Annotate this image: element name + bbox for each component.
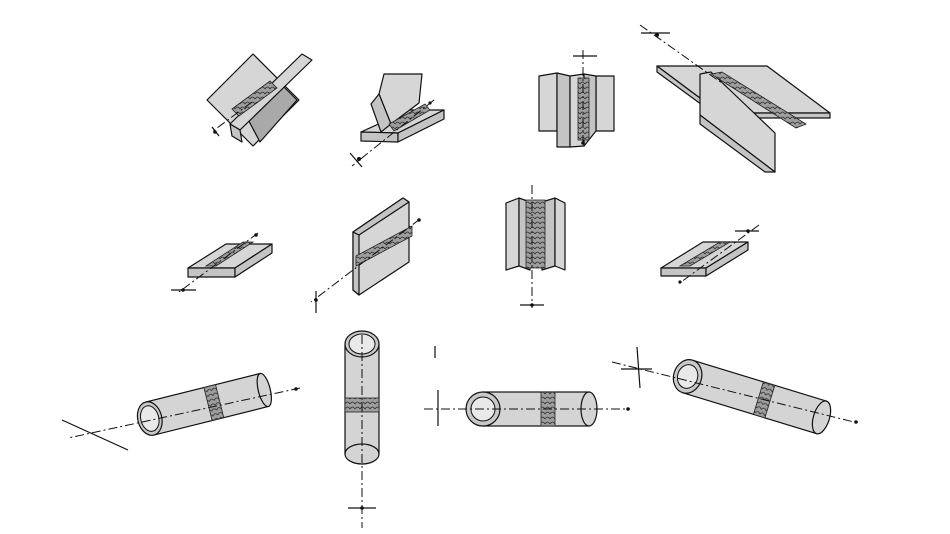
groove-weld-horizontal	[310, 197, 421, 313]
fillet-weld-vertical-joint	[538, 50, 615, 148]
pipe-weld-inclined	[136, 372, 273, 436]
groove-weld-flat	[171, 232, 273, 293]
groove-weld-vertical	[505, 185, 566, 308]
groove-weld-overhead	[660, 224, 760, 286]
pipe-weld-inclined-axis	[611, 346, 859, 435]
pipe-weld-vertical-axis	[344, 330, 380, 528]
fillet-weld-tilted-joint	[206, 53, 313, 147]
pipe-weld-horizontal-axis	[424, 346, 630, 427]
fillet-weld-t-joint-flat	[349, 73, 445, 168]
pipe-weld-inclined-axis	[61, 387, 301, 451]
fillet-weld-overhead-joint	[639, 24, 831, 173]
